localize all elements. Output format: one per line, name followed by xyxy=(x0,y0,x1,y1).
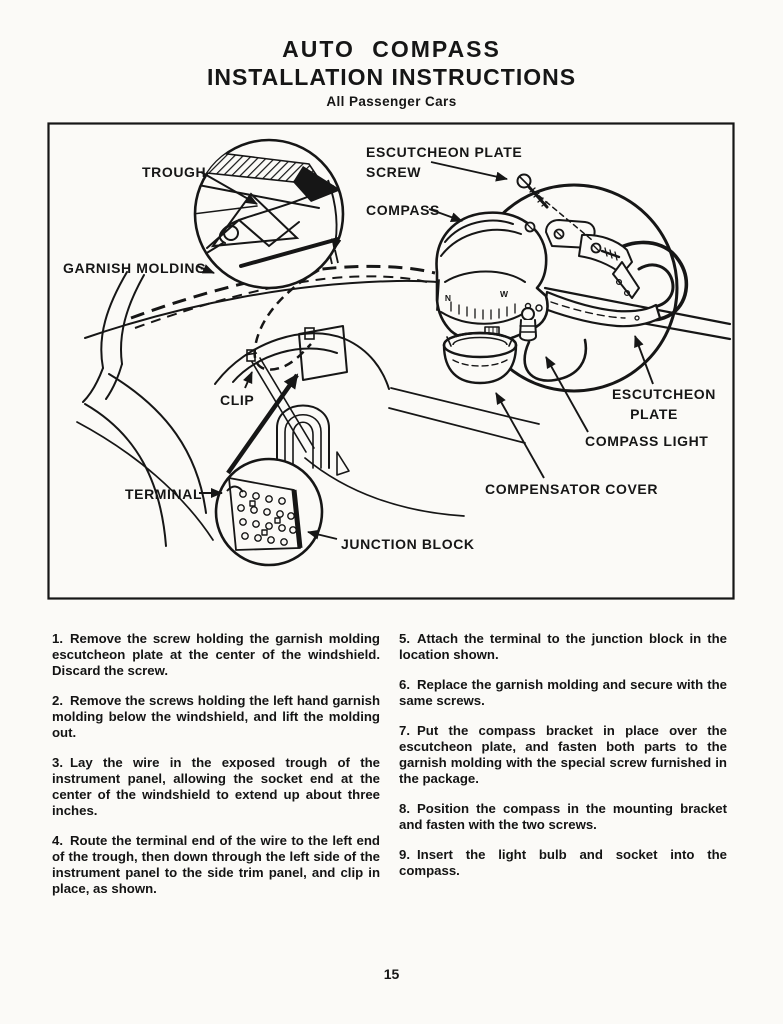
step-6-text: Replace the garnish molding and secure w… xyxy=(399,677,727,708)
step-9: 9.Insert the light bulb and socket into … xyxy=(399,847,727,879)
installation-diagram: N W xyxy=(47,122,735,600)
step-9-number: 9. xyxy=(399,847,410,862)
car-body-lineart xyxy=(76,271,540,547)
junction-block-detail xyxy=(226,477,303,551)
leader-arrows xyxy=(196,161,654,540)
step-2: 2.Remove the screws holding the left han… xyxy=(52,693,380,741)
step-6: 6.Replace the garnish molding and secure… xyxy=(399,677,727,709)
step-2-number: 2. xyxy=(52,693,63,708)
junction-to-clip-arrow xyxy=(226,373,299,475)
title-line1: AUTO COMPASS xyxy=(282,36,501,62)
dial-letter-n: N xyxy=(445,293,451,303)
step-8-text: Position the compass in the mounting bra… xyxy=(399,801,727,832)
step-4: 4.Route the terminal end of the wire to … xyxy=(52,833,380,897)
clip-glyphs xyxy=(244,327,317,362)
step-7-text: Put the compass bracket in place over th… xyxy=(399,723,727,786)
step-8-number: 8. xyxy=(399,801,410,816)
label-garnish-molding: GARNISH MOLDING xyxy=(63,260,207,276)
dial-letter-w: W xyxy=(500,289,509,299)
label-compass-light: COMPASS LIGHT xyxy=(585,433,708,449)
step-2-text: Remove the screws holding the left hand … xyxy=(52,693,380,740)
label-trough: TROUGH xyxy=(142,164,206,180)
step-6-number: 6. xyxy=(399,677,410,692)
label-escutcheon-plate-screw-2: SCREW xyxy=(366,164,421,180)
page-header: AUTO COMPASS INSTALLATION INSTRUCTIONS A… xyxy=(0,36,783,109)
step-1-text: Remove the screw holding the garnish mol… xyxy=(52,631,380,678)
label-junction-block: JUNCTION BLOCK xyxy=(341,536,475,552)
label-escutcheon-plate-1: ESCUTCHEON xyxy=(612,386,716,402)
step-4-number: 4. xyxy=(52,833,63,848)
step-1: 1.Remove the screw holding the garnish m… xyxy=(52,631,380,679)
label-escutcheon-plate-screw-1: ESCUTCHEON PLATE xyxy=(366,144,522,160)
label-terminal: TERMINAL xyxy=(125,486,202,502)
step-8: 8.Position the compass in the mounting b… xyxy=(399,801,727,833)
step-7-number: 7. xyxy=(399,723,410,738)
step-7: 7.Put the compass bracket in place over … xyxy=(399,723,727,787)
compass-wire-dashed xyxy=(253,268,320,371)
label-clip: CLIP xyxy=(220,392,254,408)
title-line2: INSTALLATION INSTRUCTIONS xyxy=(206,64,577,90)
step-5: 5.Attach the terminal to the junction bl… xyxy=(399,631,727,663)
step-4-text: Route the terminal end of the wire to th… xyxy=(52,833,380,896)
step-3-number: 3. xyxy=(52,755,63,770)
label-compass: COMPASS xyxy=(366,202,440,218)
diagram-frame xyxy=(47,122,735,600)
subtitle: All Passenger Cars xyxy=(326,94,457,109)
step-5-number: 5. xyxy=(399,631,410,646)
label-escutcheon-plate-2: PLATE xyxy=(630,406,678,422)
step-3: 3.Lay the wire in the exposed trough of … xyxy=(52,755,380,819)
label-compensator-cover: COMPENSATOR COVER xyxy=(485,481,658,497)
step-1-number: 1. xyxy=(52,631,63,646)
instructions-right-column: 5.Attach the terminal to the junction bl… xyxy=(399,631,727,893)
compass-assembly: N W xyxy=(435,173,732,393)
instructions-left-column: 1.Remove the screw holding the garnish m… xyxy=(52,631,380,911)
step-9-text: Insert the light bulb and socket into th… xyxy=(399,847,727,878)
page-number: 15 xyxy=(383,966,400,982)
step-5-text: Attach the terminal to the junction bloc… xyxy=(399,631,727,662)
garnish-molding-dashes xyxy=(130,264,436,329)
trough-inset-detail xyxy=(195,149,343,268)
step-3-text: Lay the wire in the exposed trough of th… xyxy=(52,755,380,818)
